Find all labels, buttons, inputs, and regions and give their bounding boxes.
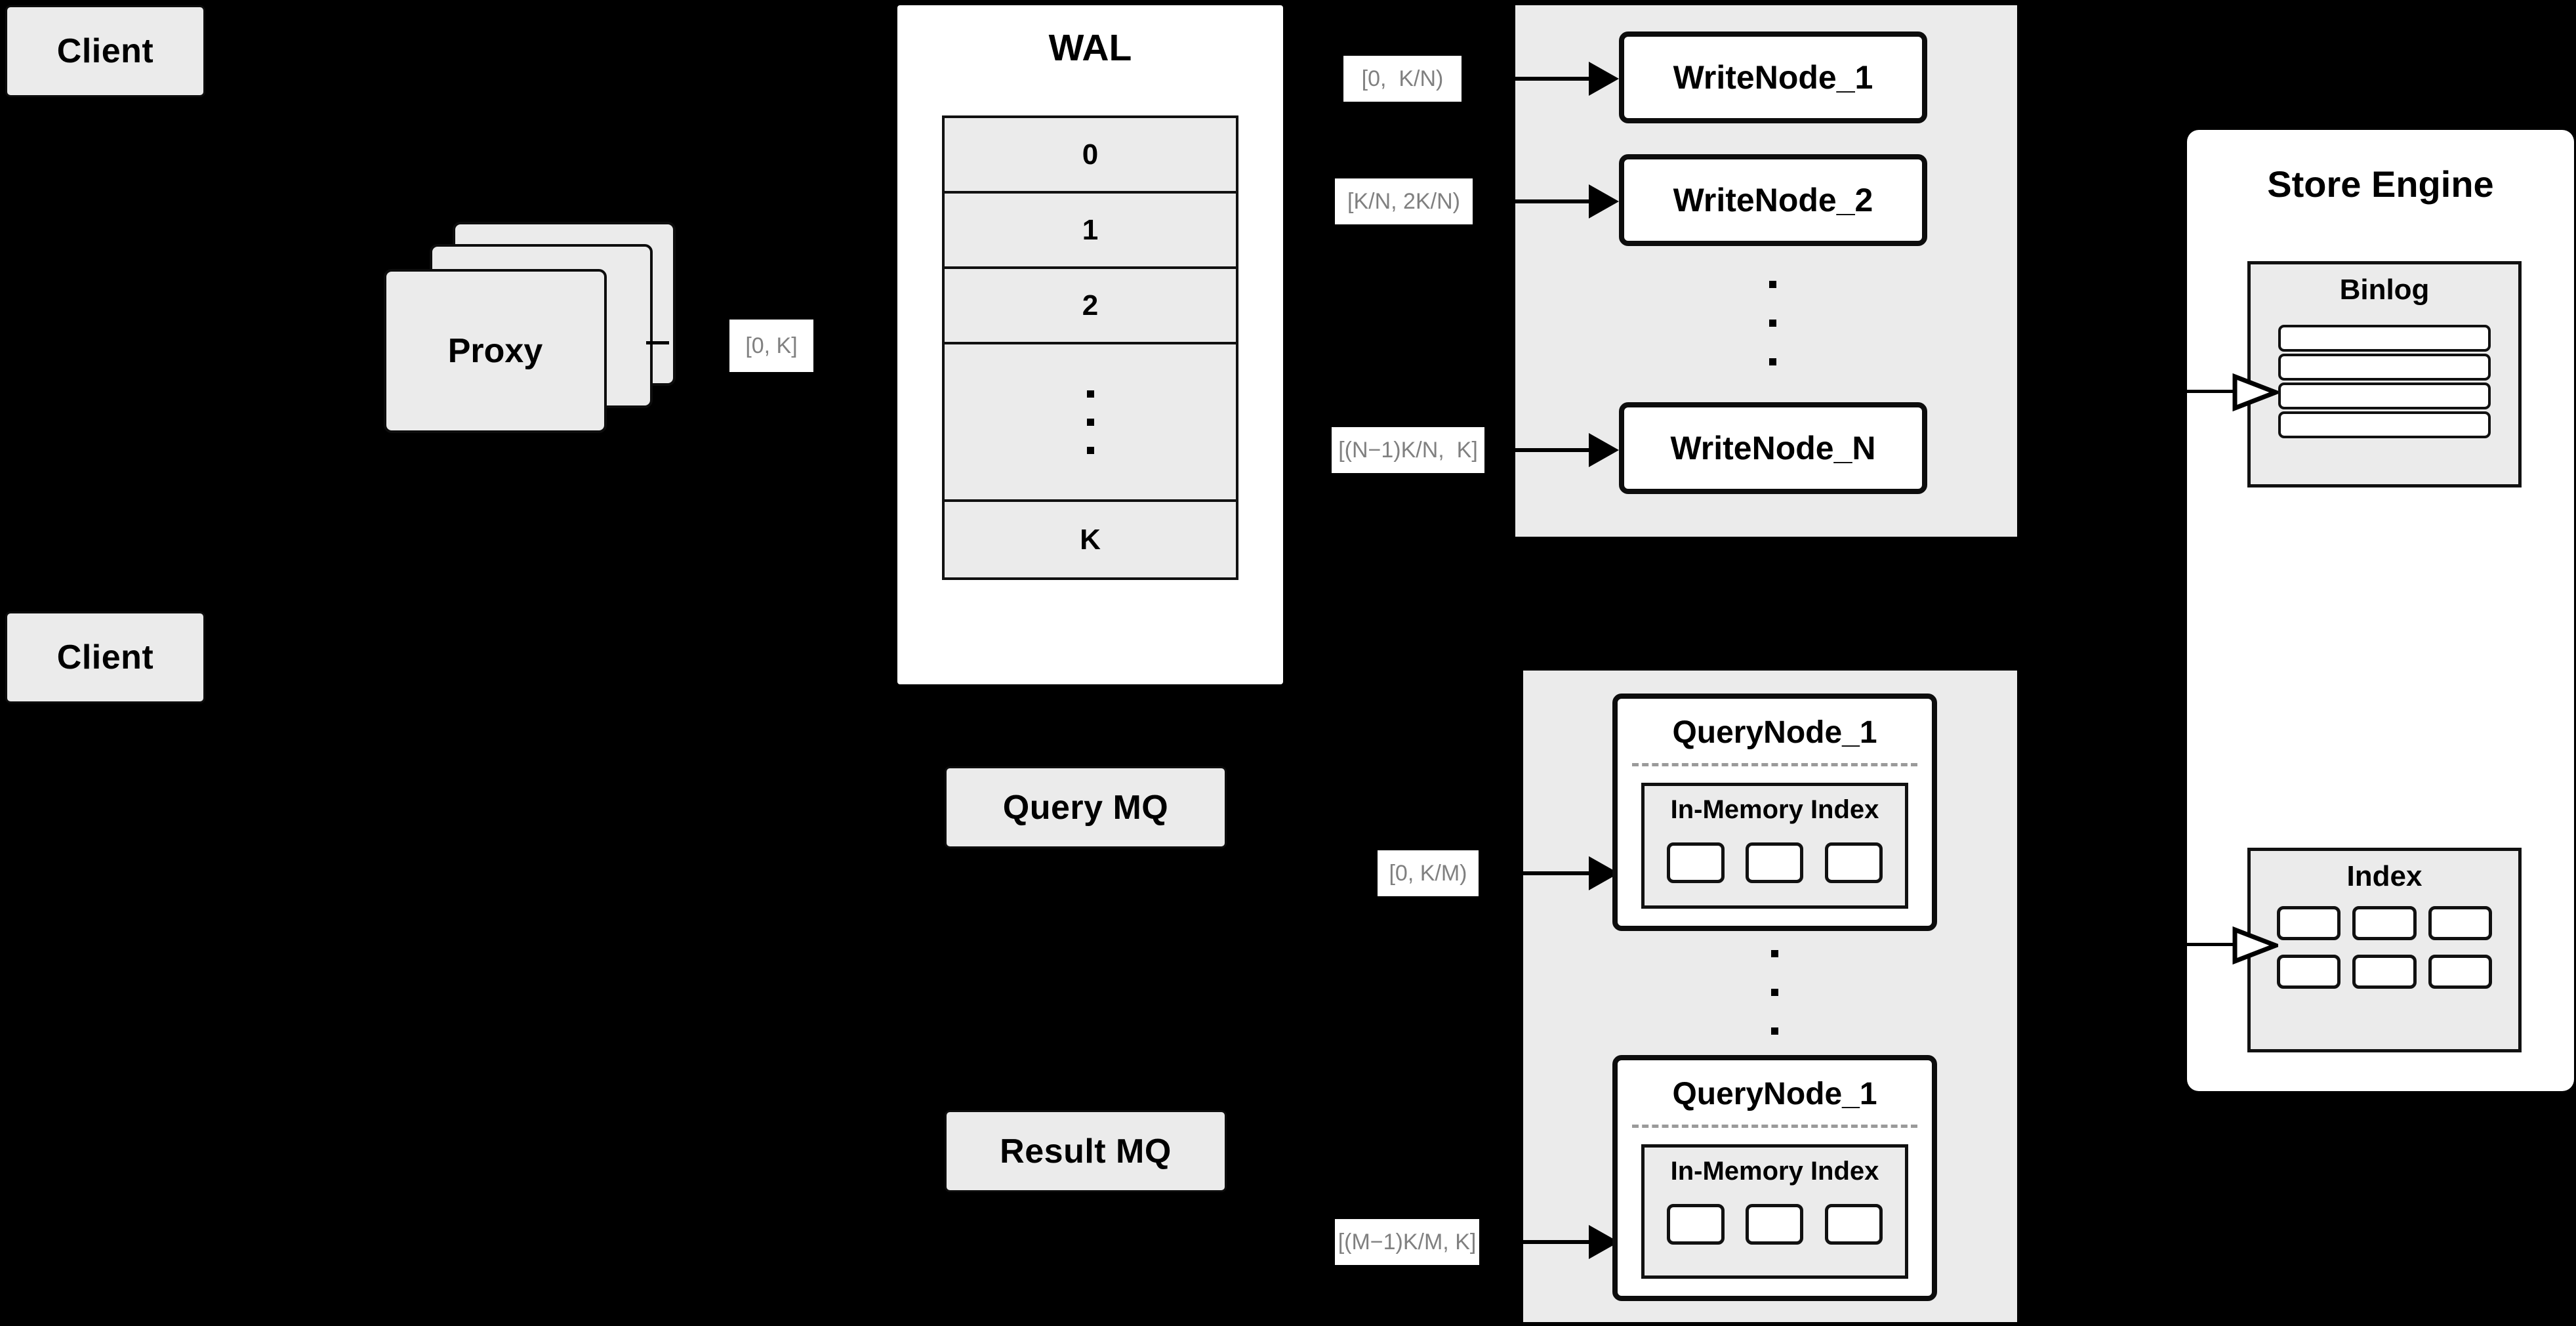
ellipsis-dot-icon: [1769, 281, 1776, 288]
querynode-1-divider: [1632, 763, 1917, 766]
connector-querynode-m: [1479, 1240, 1599, 1244]
index-cell: [1746, 1204, 1804, 1245]
index-cell: [1824, 1204, 1883, 1245]
in-memory-index-cells: [1662, 1204, 1888, 1245]
connector-writenode-2: [1473, 199, 1599, 203]
connector-writenode-n: [1484, 448, 1599, 452]
writenode-1-box[interactable]: WriteNode_1: [1619, 31, 1927, 123]
binlog-row-list: [2278, 325, 2491, 438]
interval-label-querynode-m: [(M−1)K/M, K]: [1335, 1219, 1479, 1265]
ellipsis-dot-icon: [1771, 950, 1778, 957]
binlog-row: [2278, 411, 2491, 438]
in-memory-index-m: In-Memory Index: [1641, 1144, 1908, 1279]
binlog-title: Binlog: [2339, 274, 2430, 306]
arrowhead-index-open: [2232, 926, 2278, 965]
querynode-ellipsis: [1771, 950, 1778, 1035]
in-memory-index-cells: [1662, 842, 1888, 883]
index-cell: [1667, 842, 1725, 883]
wal-panel: WAL 0 1 2 K: [897, 5, 1283, 684]
wal-title: WAL: [1048, 27, 1132, 69]
connector-binlog: [2187, 390, 2237, 393]
in-memory-index-1: In-Memory Index: [1641, 783, 1908, 909]
writenode-ellipsis: [1769, 281, 1776, 365]
connector-querynode-1: [1479, 871, 1599, 875]
ellipsis-dot-icon: [1771, 1027, 1778, 1035]
arrowhead-writenode-n: [1589, 433, 1619, 467]
ellipsis-dot-icon: [1086, 390, 1094, 398]
arrowhead-writenode-2: [1589, 184, 1619, 218]
binlog-row: [2278, 325, 2491, 352]
ellipsis-dot-icon: [1769, 358, 1776, 365]
index-title: Index: [2346, 860, 2423, 892]
store-engine-title: Store Engine: [2267, 163, 2494, 205]
binlog-section: Binlog: [2247, 261, 2522, 487]
client-box-1[interactable]: Client: [5, 5, 205, 97]
wal-row-ellipsis: [945, 344, 1236, 502]
wal-row: 2: [945, 269, 1236, 344]
index-cell: [2277, 955, 2341, 989]
index-cell: [2352, 955, 2417, 989]
query-mq-box[interactable]: Query MQ: [945, 766, 1227, 848]
index-cell: [2352, 906, 2417, 940]
client-label-1: Client: [56, 32, 154, 70]
querynode-m-box[interactable]: QueryNode_1 In-Memory Index: [1612, 1055, 1937, 1301]
arrowhead-writenode-1: [1589, 62, 1619, 96]
querynode-1-title: QueryNode_1: [1672, 715, 1877, 750]
wal-entry-table: 0 1 2 K: [942, 115, 1238, 580]
ellipsis-dot-icon: [1086, 418, 1094, 426]
interval-label-writenode-n: [(N−1)K/N, K]: [1332, 427, 1484, 473]
arrowhead-binlog-open: [2232, 373, 2278, 412]
interval-label-writenode-2: [K/N, 2K/N): [1335, 178, 1473, 224]
interval-label-proxy-out: [0, K]: [729, 320, 813, 372]
index-cell: [2428, 906, 2492, 940]
interval-label-querynode-1: [0, K/M): [1378, 850, 1479, 896]
writenode-2-box[interactable]: WriteNode_2: [1619, 154, 1927, 246]
index-cell: [1746, 842, 1804, 883]
interval-label-writenode-1: [0, K/N): [1343, 56, 1462, 102]
client-box-2[interactable]: Client: [5, 611, 205, 703]
wal-row: 0: [945, 118, 1236, 194]
client-label-2: Client: [56, 638, 154, 676]
ellipsis-dot-icon: [1769, 320, 1776, 327]
in-memory-index-title: In-Memory Index: [1670, 1157, 1879, 1186]
connector-index: [2187, 943, 2237, 946]
proxy-output-line: [646, 341, 669, 344]
result-mq-box[interactable]: Result MQ: [945, 1110, 1227, 1192]
index-cell-grid: [2277, 906, 2492, 989]
in-memory-index-title: In-Memory Index: [1670, 795, 1879, 824]
binlog-row: [2278, 354, 2491, 381]
ellipsis-dot-icon: [1771, 989, 1778, 996]
querynode-m-divider: [1632, 1125, 1917, 1128]
wal-row: K: [1080, 523, 1101, 556]
writenode-n-box[interactable]: WriteNode_N: [1619, 402, 1927, 494]
wal-row: 1: [945, 194, 1236, 269]
index-section: Index: [2247, 848, 2522, 1052]
connector-writenode-1: [1462, 77, 1599, 81]
index-cell: [2277, 906, 2341, 940]
proxy-card-front[interactable]: [384, 269, 607, 433]
ellipsis-dot-icon: [1086, 446, 1094, 454]
querynode-1-box[interactable]: QueryNode_1 In-Memory Index: [1612, 694, 1937, 931]
index-cell: [1667, 1204, 1725, 1245]
proxy-label: Proxy: [447, 332, 543, 370]
binlog-row: [2278, 383, 2491, 409]
index-cell: [2428, 955, 2492, 989]
index-cell: [1824, 842, 1883, 883]
store-engine-panel: Store Engine Binlog Index: [2187, 130, 2574, 1091]
querynode-m-title: QueryNode_1: [1672, 1077, 1877, 1111]
